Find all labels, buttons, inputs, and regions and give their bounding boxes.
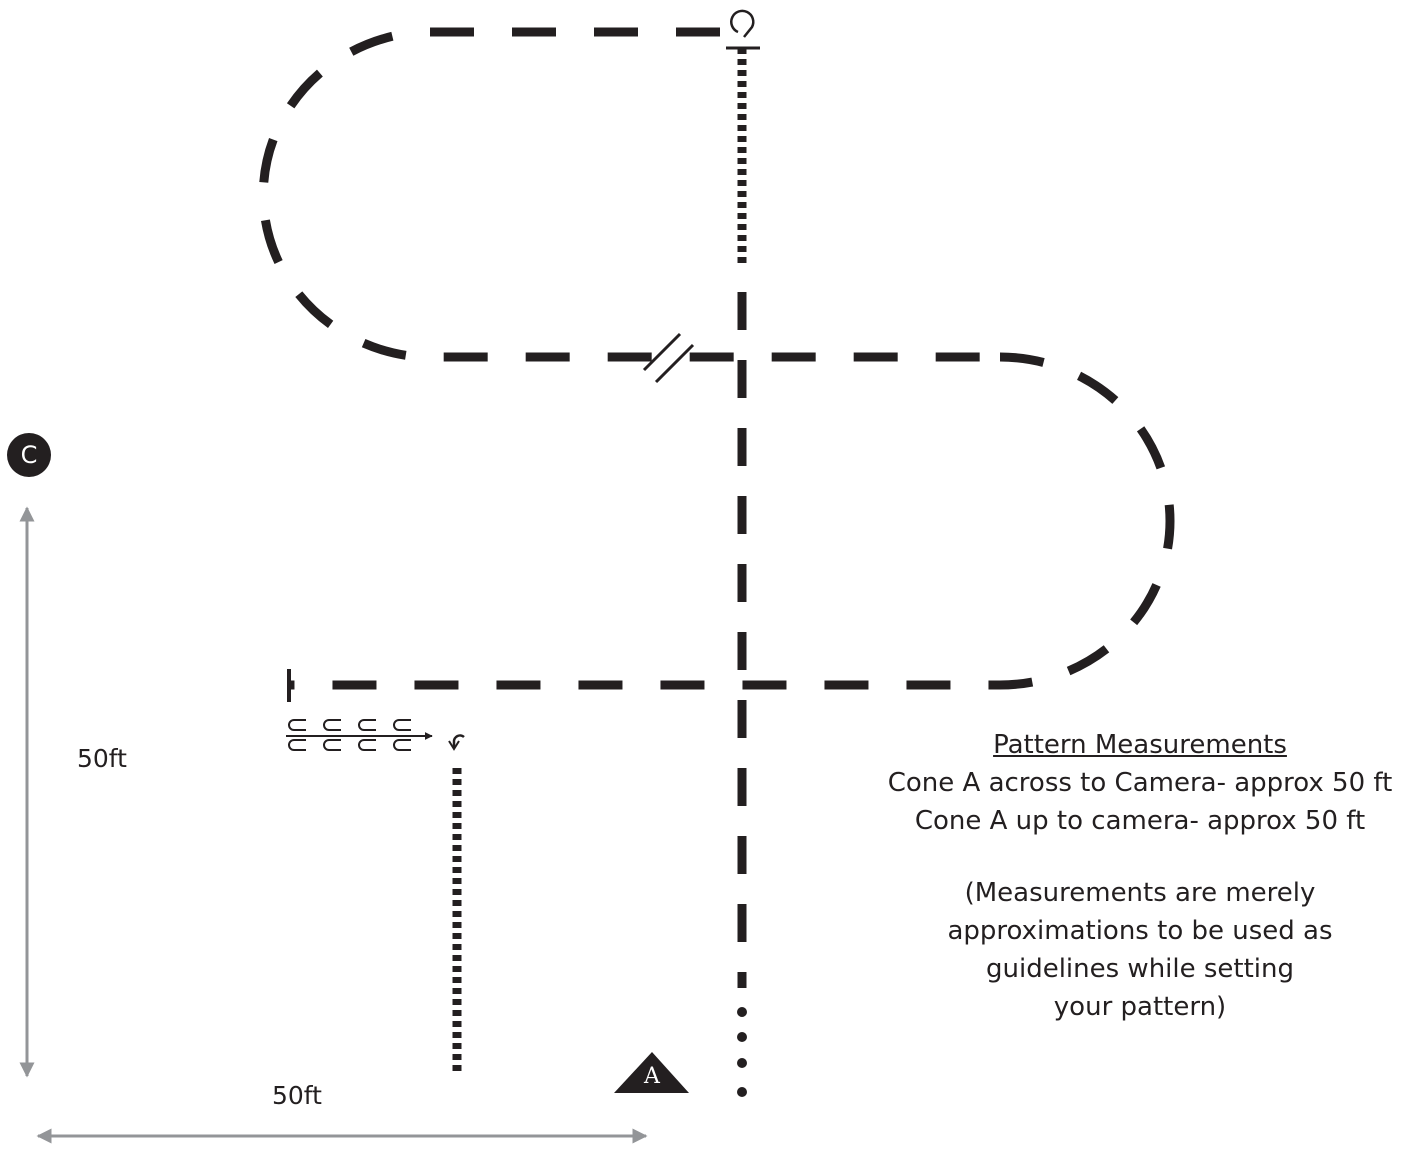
notes-line: Cone A across to Camera- approx 50 ft <box>887 768 1393 798</box>
notes-line: Cone A up to camera- approx 50 ft <box>914 806 1366 836</box>
walk-dot <box>737 1058 747 1068</box>
lead-change-icon <box>642 332 695 384</box>
pattern-measurements-notes: Pattern Measurements Cone A across to Ca… <box>880 726 1400 1026</box>
camera-marker <box>7 433 51 477</box>
serpentine-icon <box>286 719 433 751</box>
horizontal-dimension-label: 50ft <box>272 1081 322 1110</box>
notes-heading: Pattern Measurements <box>993 730 1287 760</box>
notes-spacer <box>880 840 1400 874</box>
notes-disclaimer-line: your pattern) <box>1053 992 1227 1022</box>
notes-disclaimer-line: approximations to be used as <box>947 916 1333 946</box>
lower-loop-path <box>290 352 1175 690</box>
upper-loop-path <box>258 27 1000 362</box>
notes-disclaimer-line: (Measurements are merely <box>964 878 1316 908</box>
cone-letter: A <box>644 1064 660 1089</box>
rollback-icon <box>448 734 465 751</box>
camera-letter: C <box>20 441 38 469</box>
vertical-dimension-label: 50ft <box>77 744 127 773</box>
cone-a-marker <box>614 1052 689 1093</box>
turn-around-icon <box>730 9 755 38</box>
walk-dot <box>737 1032 747 1042</box>
walk-dot <box>737 1007 747 1017</box>
notes-disclaimer-line: guidelines while setting <box>985 954 1295 984</box>
walk-dot <box>737 1087 747 1097</box>
